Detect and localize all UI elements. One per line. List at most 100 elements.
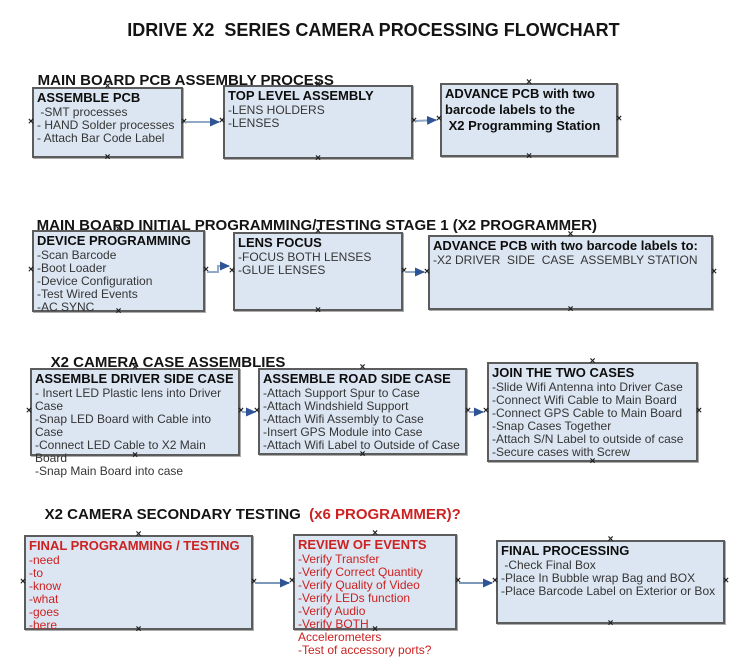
- box-item: -Verify BOTH Accelerometers: [298, 617, 382, 644]
- box-title: DEVICE PROGRAMMING: [37, 233, 191, 248]
- connection-point-icon: ×: [104, 152, 111, 163]
- flow-box-top-level-assembly[interactable]: TOP LEVEL ASSEMBLY -LENS HOLDERS -LENSES…: [219, 80, 417, 164]
- connection-point-icon: ×: [219, 115, 225, 127]
- section-heading-text: MAIN BOARD INITIAL PROGRAMMING/TESTING S…: [36, 217, 597, 234]
- box-title-line: X2 Programming Station: [445, 118, 601, 133]
- connection-point-icon: ×: [254, 405, 260, 416]
- box-item: -Connect GPS Cable to Main Board: [492, 406, 683, 420]
- connection-point-icon: ×: [28, 264, 34, 276]
- flow-box-assemble-road-side-case[interactable]: ASSEMBLE ROAD SIDE CASE -Attach Support …: [254, 363, 471, 460]
- flow-box-lens-focus[interactable]: LENS FOCUS -FOCUS BOTH LENSES -GLUE LENS…: [229, 227, 407, 316]
- connection-point-icon: ×: [229, 265, 235, 276]
- box-item: -goes: [29, 605, 60, 619]
- box-title: FINAL PROCESSING: [501, 543, 630, 558]
- box-item: -what: [29, 592, 59, 606]
- box-item: -LENSES: [228, 116, 280, 130]
- box-item: -Snap Cases Together: [492, 419, 612, 433]
- connection-point-icon: ×: [26, 405, 32, 417]
- connection-point-icon: ×: [483, 405, 489, 417]
- box-title-line: ADVANCE PCB with two: [445, 86, 595, 101]
- flow-box-advance-pcb-to-programming-station[interactable]: ADVANCE PCB with two barcode labels to t…: [436, 78, 622, 162]
- box-item: -Verify Transfer: [298, 552, 380, 566]
- connection-point-icon: ×: [28, 116, 34, 127]
- connection-point-icon: ×: [289, 575, 295, 587]
- box-title: TOP LEVEL ASSEMBLY: [228, 88, 374, 103]
- flow-box-final-processing[interactable]: FINAL PROCESSING -Check Final Box -Place…: [492, 535, 729, 629]
- flow-box-advance-pcb-to-case-assembly[interactable]: ADVANCE PCB with two barcode labels to: …: [424, 230, 717, 315]
- box-item: -Connect LED Cable to X2 Main Board: [35, 438, 210, 465]
- section-heading-suffix: (x6 PROGRAMMER)?: [304, 506, 461, 523]
- box-item: -need: [29, 553, 60, 567]
- connection-point-icon: ×: [465, 405, 471, 416]
- box-item: -Insert GPS Module into Case: [263, 425, 423, 439]
- box-item: - Attach Bar Code Label: [37, 131, 165, 145]
- connection-point-icon: ×: [251, 576, 257, 587]
- connection-point-icon: ×: [181, 116, 187, 127]
- box-item: -AC SYNC: [37, 300, 95, 314]
- connector-arrow[interactable]: [207, 261, 230, 273]
- section-heading-initial-programming: MAIN BOARD INITIAL PROGRAMMING/TESTING S…: [20, 200, 597, 251]
- box-item: -Device Configuration: [37, 274, 153, 288]
- box-item: - HAND Solder processes: [37, 118, 175, 132]
- box-title: ADVANCE PCB with two barcode labels to:: [433, 238, 698, 253]
- box-item: -know: [29, 579, 62, 593]
- box-item: -to: [29, 566, 44, 580]
- box-item: -Attach Wifi Label to Outside of Case: [263, 438, 460, 452]
- flow-box-join-the-two-cases[interactable]: JOIN THE TWO CASES -Slide Wifi Antenna i…: [483, 357, 702, 467]
- connection-point-icon: ×: [567, 304, 574, 315]
- connection-point-icon: ×: [607, 618, 614, 629]
- box-item: -Attach S/N Label to outside of case: [492, 432, 684, 446]
- box-item: -Attach Windshield Support: [263, 399, 409, 413]
- box-item: -GLUE LENSES: [238, 263, 326, 277]
- box-item: -Slide Wifi Antenna into Driver Case: [492, 380, 683, 394]
- box-title: FINAL PROGRAMMING / TESTING: [29, 538, 240, 553]
- connection-point-icon: ×: [492, 575, 498, 587]
- box-item: -FOCUS BOTH LENSES: [238, 250, 372, 264]
- flow-box-assemble-driver-side-case[interactable]: ASSEMBLE DRIVER SIDE CASE - Insert LED P…: [26, 363, 244, 478]
- box-title: ASSEMBLE PCB: [37, 90, 141, 105]
- box-item: -Check Final Box: [501, 558, 596, 572]
- box-title: ASSEMBLE ROAD SIDE CASE: [263, 371, 451, 386]
- section-heading-case-assemblies: X2 CAMERA CASE ASSEMBLIES: [34, 337, 286, 388]
- connection-point-icon: ×: [238, 405, 244, 417]
- box-item: - Insert LED Plastic lens into Driver Ca…: [35, 386, 225, 413]
- connection-point-icon: ×: [526, 151, 532, 162]
- box-item: -Test Wired Events: [37, 287, 138, 301]
- box-item: -Test of accessory ports?: [298, 643, 432, 657]
- connection-point-icon: ×: [723, 575, 729, 587]
- flow-box-final-programming-testing[interactable]: FINAL PROGRAMMING / TESTING -need -to -k…: [20, 530, 257, 635]
- box-title: JOIN THE TWO CASES: [492, 365, 635, 380]
- connection-point-icon: ×: [315, 153, 321, 164]
- box-item: -Boot Loader: [37, 261, 107, 275]
- box-item: -Verify Quality of Video: [298, 578, 420, 592]
- flow-box-review-of-events[interactable]: REVIEW OF EVENTS -Verify Transfer -Verif…: [289, 529, 461, 657]
- connection-point-icon: ×: [696, 405, 702, 417]
- box-item: -Secure cases with Screw: [492, 445, 631, 459]
- box-item: -Place In Bubble wrap Bag and BOX: [501, 571, 696, 585]
- section-heading-pcb-assembly: MAIN BOARD PCB ASSEMBLY PROCESS: [21, 55, 334, 106]
- box-title: LENS FOCUS: [238, 235, 322, 250]
- box-item: -Attach Wifi Assembly to Case: [263, 412, 424, 426]
- page-title: IDRIVE X2 SERIES CAMERA PROCESSING FLOWC…: [127, 20, 620, 40]
- box-item: -Attach Support Spur to Case: [263, 386, 420, 400]
- box-item: -X2 DRIVER SIDE CASE ASSEMBLY STATION: [433, 253, 698, 267]
- box-item: -here: [29, 618, 58, 632]
- flow-box-assemble-pcb[interactable]: ASSEMBLE PCB -SMT processes - HAND Solde…: [28, 82, 187, 163]
- connection-point-icon: ×: [455, 575, 461, 587]
- box-item: -Snap Main Board into case: [35, 464, 184, 478]
- box-item: -LENS HOLDERS: [228, 103, 325, 117]
- section-heading-text: X2 CAMERA SECONDARY TESTING: [44, 506, 305, 523]
- connection-point-icon: ×: [411, 115, 417, 127]
- connection-point-icon: ×: [616, 113, 622, 125]
- box-item: -Verify Audio: [298, 604, 366, 618]
- connection-point-icon: ×: [711, 266, 717, 277]
- box-title: ASSEMBLE DRIVER SIDE CASE: [35, 371, 234, 386]
- section-heading-text: MAIN BOARD PCB ASSEMBLY PROCESS: [37, 72, 334, 89]
- box-item: -Connect Wifi Cable to Main Board: [492, 393, 677, 407]
- connection-point-icon: ×: [203, 264, 209, 276]
- connector-arrow[interactable]: [414, 115, 437, 125]
- box-item: -Snap LED Board with Cable into Case: [35, 412, 215, 439]
- section-heading-secondary-testing: X2 CAMERA SECONDARY TESTING (x6 PROGRAMM…: [28, 489, 461, 540]
- flow-box-device-programming[interactable]: DEVICE PROGRAMMING -Scan Barcode -Boot L…: [28, 225, 209, 317]
